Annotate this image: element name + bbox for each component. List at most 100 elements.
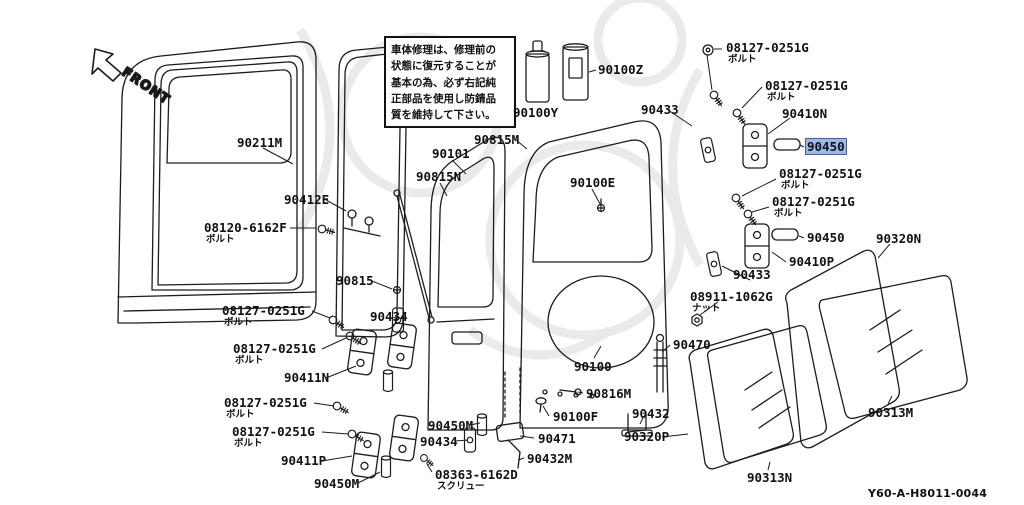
part-label-90815N[interactable]: 90815N — [415, 170, 462, 183]
part-label-90100F[interactable]: 90100F — [552, 410, 599, 423]
part-number[interactable]: 90100Y — [513, 105, 559, 120]
part-number[interactable]: 90815 — [336, 273, 374, 288]
part-sub-label: ボルト — [781, 180, 810, 192]
part-number[interactable]: 90320P — [624, 429, 670, 444]
door-stay-rod — [393, 189, 435, 324]
part-label-90471[interactable]: 90471 — [537, 432, 577, 445]
part-number[interactable]: 08127-0251G — [765, 78, 848, 93]
part-label-90815M[interactable]: 90815M — [473, 133, 520, 146]
part-label-90816M[interactable]: 90816M — [585, 387, 632, 400]
part-number[interactable]: 90313M — [868, 405, 914, 420]
part-number[interactable]: 08127-0251G — [224, 395, 307, 410]
part-number[interactable]: 08127-0251G — [772, 194, 855, 209]
part-number[interactable]: 08127-0251G — [222, 303, 305, 318]
part-number[interactable]: 90101 — [432, 146, 470, 161]
repair-note: 車体修理は、修理前の 状態に復元することが 基本の為、必ず右記純 正部品を使用し… — [384, 36, 516, 129]
part-number[interactable]: 90450M — [314, 476, 360, 491]
part-label-90434[interactable]: 90434 — [419, 435, 459, 448]
part-label-90313N[interactable]: 90313N — [746, 471, 793, 484]
part-label-90411P[interactable]: 90411P — [280, 454, 327, 467]
part-number[interactable]: 90433 — [641, 102, 679, 117]
part-label-90450[interactable]: 90450 — [806, 231, 846, 244]
part-number[interactable]: 90100E — [570, 175, 616, 190]
part-label-90411N[interactable]: 90411N — [283, 371, 330, 384]
part-number[interactable]: 08127-0251G — [233, 341, 316, 356]
part-label-90432[interactable]: 90432 — [631, 407, 671, 420]
part-number[interactable]: 90211M — [237, 135, 283, 150]
part-label-90100Z[interactable]: 90100Z — [597, 63, 644, 76]
part-label-90450M[interactable]: 90450M — [427, 419, 474, 432]
part-number[interactable]: 90815N — [416, 169, 462, 184]
part-label-90410P[interactable]: 90410P — [788, 255, 835, 268]
repair-note-line: 車体修理は、修理前の — [391, 44, 496, 56]
part-label-90433[interactable]: 90433 — [732, 268, 772, 281]
glass-left — [706, 324, 828, 464]
part-number[interactable]: 90471 — [538, 431, 576, 446]
part-number[interactable]: 90450M — [428, 418, 474, 433]
part-label-90470[interactable]: 90470 — [672, 338, 712, 351]
part-number[interactable]: 90815M — [474, 132, 520, 147]
part-number[interactable]: 90100 — [574, 359, 612, 374]
part-label-90320P[interactable]: 90320P — [623, 430, 670, 443]
part-number[interactable]: 90411P — [281, 453, 327, 468]
part-label-90320N[interactable]: 90320N — [875, 232, 922, 245]
part-number[interactable]: 90434 — [420, 434, 458, 449]
part-number[interactable]: 90450 — [807, 230, 845, 245]
part-number[interactable]: 90100F — [553, 409, 599, 424]
part-number[interactable]: 90816M — [586, 386, 632, 401]
part-number[interactable]: 08363-6162D — [435, 467, 518, 482]
part-sub-label: ナット — [692, 303, 721, 315]
part-number[interactable]: 08127-0251G — [779, 166, 862, 181]
part-number[interactable]: 90433 — [733, 267, 771, 282]
part-label-90313M[interactable]: 90313M — [867, 406, 914, 419]
part-label-90433[interactable]: 90433 — [640, 103, 680, 116]
part-number[interactable]: 90470 — [673, 337, 711, 352]
part-label-90100[interactable]: 90100 — [573, 360, 613, 373]
part-number[interactable]: 90434 — [370, 309, 408, 324]
part-number[interactable]: 08120-6162F — [204, 220, 287, 235]
part-label-90100E[interactable]: 90100E — [569, 176, 616, 189]
part-number[interactable]: 90411N — [284, 370, 330, 385]
part-label-90432M[interactable]: 90432M — [526, 452, 573, 465]
part-number[interactable]: 90432M — [527, 451, 573, 466]
part-label-90450[interactable]: 90450 — [805, 138, 847, 155]
part-sub-label: ボルト — [226, 409, 255, 421]
part-label-90450M[interactable]: 90450M — [313, 477, 360, 490]
part-number[interactable]: 90100Z — [598, 62, 644, 77]
part-label-90434[interactable]: 90434 — [369, 310, 409, 323]
drawing-number: Y60-A-H8011-0044 — [868, 487, 988, 500]
part-number[interactable]: 90412E — [284, 192, 330, 207]
part-number[interactable]: 08911-1062G — [690, 289, 773, 304]
part-label-90101[interactable]: 90101 — [431, 147, 471, 160]
part-sub-label: ボルト — [206, 234, 235, 246]
part-label-90410N[interactable]: 90410N — [781, 107, 828, 120]
part-sub-label: ボルト — [234, 438, 263, 450]
part-label-90211M[interactable]: 90211M — [236, 136, 283, 149]
part-label-90815[interactable]: 90815 — [335, 274, 375, 287]
leader-lines — [262, 48, 893, 484]
part-number[interactable]: 90313N — [747, 470, 793, 485]
part-number[interactable]: 08127-0251G — [726, 40, 809, 55]
part-number[interactable]: 90410P — [789, 254, 835, 269]
part-label-90100Y[interactable]: 90100Y — [512, 106, 559, 119]
back-door-panel — [519, 120, 669, 429]
part-label-90412E[interactable]: 90412E — [283, 193, 330, 206]
part-number[interactable]: 90320N — [876, 231, 922, 246]
part-number[interactable]: 90450 — [805, 138, 847, 155]
part-number[interactable]: 90410N — [782, 106, 828, 121]
part-number[interactable]: 90432 — [632, 406, 670, 421]
part-number[interactable]: 08127-0251G — [232, 424, 315, 439]
